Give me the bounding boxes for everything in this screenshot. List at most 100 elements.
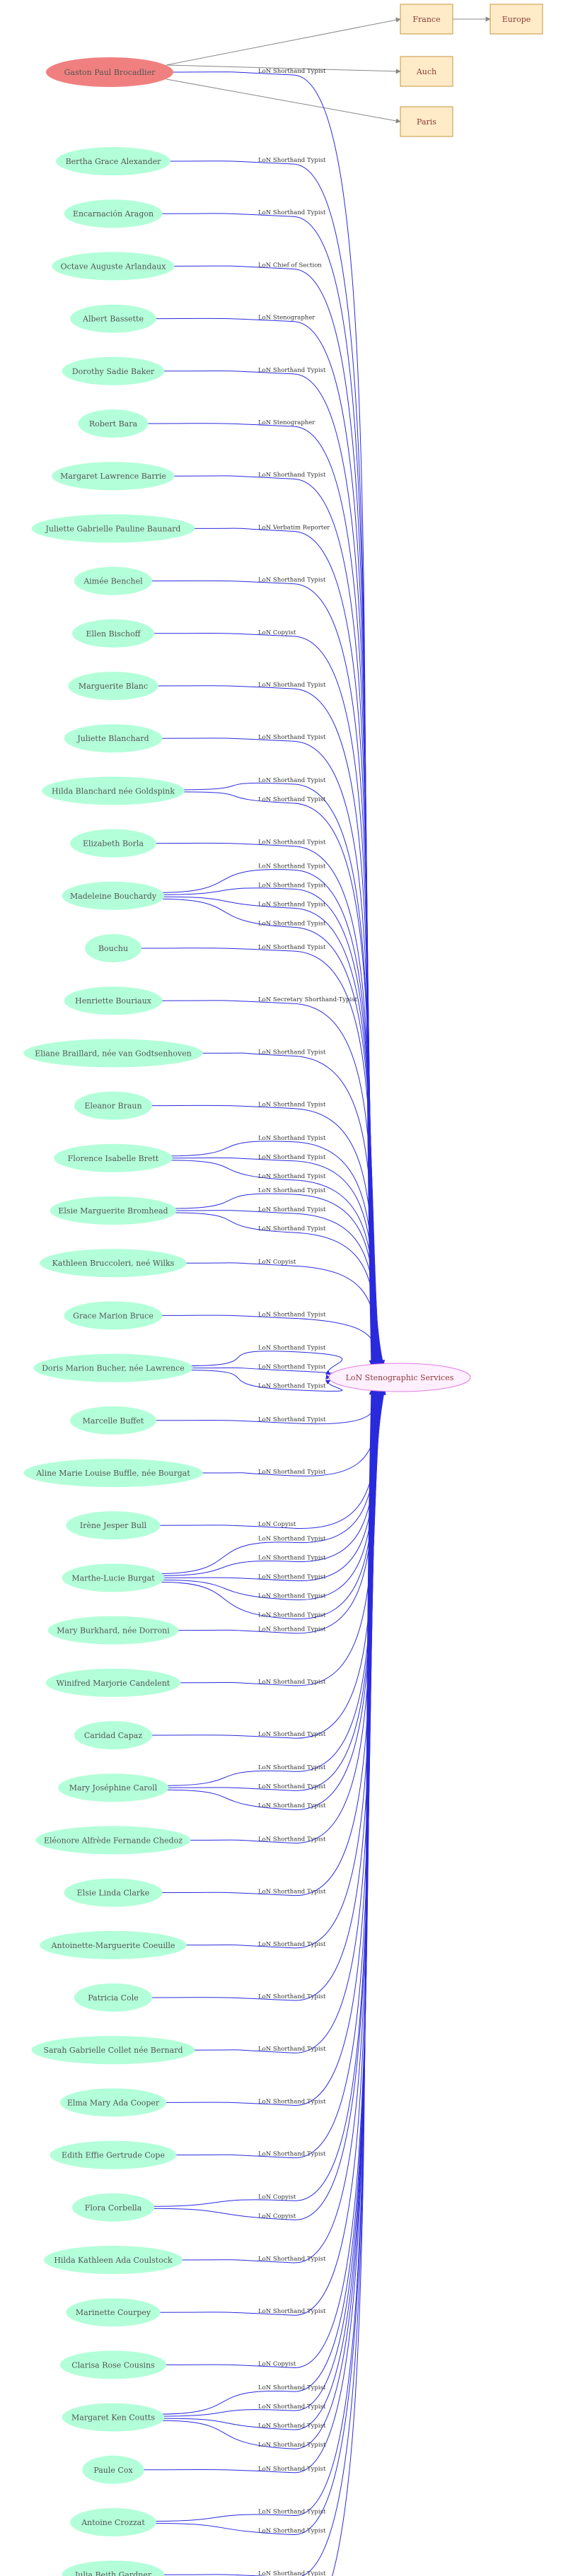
svg-text:Flora Corbella: Flora Corbella (85, 2203, 142, 2213)
edge-mary-josephine-caroll-2 (164, 1389, 383, 1810)
edge-eliane-braillard-nee-van-godtsenhoven-0 (198, 1052, 383, 1365)
edge-label: LoN Shorthand Typist (258, 2308, 326, 2315)
node-patricia-cole[interactable]: Patricia Cole (74, 1983, 153, 2012)
node-eleanor-braun[interactable]: Eleanor Braun (74, 1091, 153, 1120)
node-paule-cox[interactable]: Paule Cox (82, 2455, 144, 2484)
edge-label: LoN Shorthand Typist (258, 577, 326, 584)
node-flora-corbella[interactable]: Flora Corbella (71, 2193, 155, 2222)
node-irene-jesper-bull[interactable]: Irène Jesper Bull (66, 1511, 161, 1540)
edge-label: LoN Copyist (258, 2360, 296, 2367)
svg-text:Elizabeth Borla: Elizabeth Borla (83, 839, 144, 849)
node-dorothy-sadie-baker[interactable]: Dorothy Sadie Baker (62, 356, 165, 385)
node-edith-effie-gertrude-cope[interactable]: Edith Effie Gertrude Cope (50, 2140, 177, 2169)
svg-text:Marinette Courpey: Marinette Courpey (76, 2308, 151, 2317)
node-bertha-grace-alexander[interactable]: Bertha Grace Alexander (56, 147, 170, 175)
node-mary-burkhard-nee-dorroni[interactable]: Mary Burkhard, née Dorroni (47, 1616, 179, 1645)
node-elizabeth-borla[interactable]: Elizabeth Borla (70, 829, 156, 858)
edge-label: LoN Shorthand Typist (258, 920, 326, 927)
edge-label: LoN Shorthand Typist (258, 2509, 326, 2516)
node-caridad-capaz[interactable]: Caridad Capaz (74, 1721, 153, 1749)
node-octave-auguste-arlandaux[interactable]: Octave Auguste Arlandaux (52, 252, 175, 281)
node-eliane-braillard-nee-van-godtsenhoven[interactable]: Eliane Braillard, née van Godtsenhoven (23, 1039, 203, 1068)
edge-label: LoN Shorthand Typist (258, 882, 326, 889)
node-hilda-blanchard-nee-goldspink[interactable]: Hilda Blanchard née Goldspink (42, 776, 185, 805)
edge-florence-isabelle-brett-2 (168, 1160, 384, 1365)
edge-label: LoN Shorthand Typist (258, 839, 326, 846)
node-grace-marion-bruce[interactable]: Grace Marion Bruce (64, 1301, 163, 1330)
svg-text:Octave Auguste Arlandaux: Octave Auguste Arlandaux (61, 262, 167, 271)
node-bouchu[interactable]: Bouchu (85, 934, 141, 962)
svg-text:France: France (412, 15, 440, 24)
svg-text:Paris: Paris (417, 117, 436, 127)
svg-text:Antoinette-Marguerite Coeuille: Antoinette-Marguerite Coeuille (51, 1941, 175, 1950)
node-hilda-kathleen-ada-coulstock[interactable]: Hilda Kathleen Ada Coulstock (43, 2246, 183, 2274)
edge-label: LoN Shorthand Typist (258, 2570, 326, 2576)
edge-eleanor-braun-0 (148, 1105, 383, 1365)
edge-label: LoN Shorthand Typist (258, 1187, 326, 1194)
node-elma-mary-ada-cooper[interactable]: Elma Mary Ada Cooper (59, 2088, 167, 2117)
svg-text:Mary Joséphine Caroll: Mary Joséphine Caroll (69, 1783, 158, 1793)
node-eleonore-alfrede-fernande-chedoz[interactable]: Eléonore Alfrède Fernande Chedoz (35, 1826, 191, 1855)
edge-julia-beith-gardner-0 (160, 1389, 374, 2576)
node-clarisa-rose-cousins[interactable]: Clarisa Rose Cousins (59, 2350, 167, 2379)
node-marthe-lucie-burgat[interactable]: Marthe-Lucie Burgat (62, 1563, 165, 1592)
edge-label: LoN Shorthand Typist (258, 682, 326, 689)
place-paris[interactable]: Paris (400, 106, 453, 137)
edge-kathleen-bruccoleri-nee-wilks-0 (182, 1262, 385, 1365)
node-antoine-crozzat[interactable]: Antoine Crozzat (70, 2508, 156, 2536)
edge-label: LoN Shorthand Typist (258, 1554, 326, 1561)
node-aline-marie-louise-buffle-nee-bourgat[interactable]: Aline Marie Louise Buffle, née Bourgat (23, 1459, 203, 1487)
edge-label: LoN Shorthand Typist (258, 863, 326, 870)
node-aimee-benchel[interactable]: Aimée Benchel (74, 566, 153, 595)
node-marinette-courpey[interactable]: Marinette Courpey (66, 2298, 161, 2327)
node-juliette-gabrielle-pauline-baunard[interactable]: Juliette Gabrielle Pauline Baunard (31, 514, 195, 543)
edge-layer (137, 16, 491, 2576)
node-margaret-ken-coutts[interactable]: Margaret Ken Coutts (62, 2403, 165, 2432)
edge-label: LoN Shorthand Typist (258, 1592, 326, 1599)
edge-label: LoN Shorthand Typist (258, 1049, 326, 1056)
svg-text:Auch: Auch (416, 67, 436, 76)
edge-label: LoN Shorthand Typist (258, 1135, 326, 1142)
svg-text:Aline Marie Louise Buffle, née: Aline Marie Louise Buffle, née Bourgat (35, 1469, 190, 1478)
node-julia-beith-gardner[interactable]: Julia Beith Gardner (62, 2560, 165, 2576)
svg-text:Europe: Europe (502, 15, 531, 24)
edge-mary-josephine-caroll-0 (164, 1389, 383, 1786)
place-europe[interactable]: Europe (490, 4, 543, 35)
edge-elsie-marguerite-bromhead-1 (172, 1210, 385, 1365)
svg-text:Edith Effie Gertrude Cope: Edith Effie Gertrude Cope (62, 2151, 165, 2160)
node-madeleine-bouchardy[interactable]: Madeleine Bouchardy (62, 881, 165, 910)
node-juliette-blanchard[interactable]: Juliette Blanchard (64, 724, 163, 753)
node-robert-bara[interactable]: Robert Bara (78, 409, 149, 438)
edge-label: LoN Chief of Section (258, 262, 322, 269)
node-lon-stenographic-services[interactable]: LoN Stenographic Services (328, 1363, 471, 1392)
node-elsie-linda-clarke[interactable]: Elsie Linda Clarke (64, 1878, 163, 1907)
svg-text:Irène Jesper Bull: Irène Jesper Bull (80, 1521, 147, 1530)
svg-text:Eleanor Braun: Eleanor Braun (84, 1102, 141, 1111)
node-marcelle-buffet[interactable]: Marcelle Buffet (70, 1406, 156, 1435)
node-florence-isabelle-brett[interactable]: Florence Isabelle Brett (54, 1143, 173, 1172)
node-elsie-marguerite-bromhead[interactable]: Elsie Marguerite Bromhead (50, 1196, 177, 1225)
node-margaret-lawrence-barrie[interactable]: Margaret Lawrence Barrie (52, 462, 175, 491)
node-gaston-paul-brocadlier[interactable]: Gaston Paul Brocadlier (46, 57, 173, 87)
edge-flora-corbella-0 (150, 1389, 379, 2207)
place-france[interactable]: France (400, 4, 453, 35)
node-marguerite-blanc[interactable]: Marguerite Blanc (68, 672, 158, 700)
node-winifred-marjorie-candelent[interactable]: Winifred Marjorie Candelent (45, 1668, 181, 1697)
edge-madeleine-bouchardy-1 (160, 887, 381, 1365)
svg-text:Caridad Capaz: Caridad Capaz (84, 1731, 142, 1740)
node-antoinette-marguerite-coeuille[interactable]: Antoinette-Marguerite Coeuille (40, 1930, 187, 1959)
node-doris-marion-bucher-nee-lawrence[interactable]: Doris Marion Bucher, née Lawrence (33, 1353, 193, 1382)
place-auch[interactable]: Auch (400, 56, 453, 87)
node-encarnacion-aragon[interactable]: Encarnación Aragon (64, 199, 163, 228)
svg-text:Juliette Gabrielle Pauline Bau: Juliette Gabrielle Pauline Baunard (45, 524, 181, 533)
node-sarah-gabrielle-collet-nee-bernard[interactable]: Sarah Gabrielle Collet née Bernard (31, 2036, 195, 2065)
node-henriette-bouriaux[interactable]: Henriette Bouriaux (64, 986, 163, 1015)
node-albert-bassette[interactable]: Albert Bassette (70, 304, 156, 333)
node-mary-josephine-caroll[interactable]: Mary Joséphine Caroll (57, 1773, 169, 1802)
edge-label: LoN Shorthand Typist (258, 2403, 326, 2411)
edge-bertha-grace-alexander-0 (166, 161, 374, 1365)
node-kathleen-bruccoleri-nee-wilks[interactable]: Kathleen Bruccoleri, neé Wilks (40, 1249, 187, 1278)
node-ellen-bischoff[interactable]: Ellen Bischoff (71, 619, 155, 648)
edge-grace-marion-bruce-0 (158, 1315, 385, 1365)
